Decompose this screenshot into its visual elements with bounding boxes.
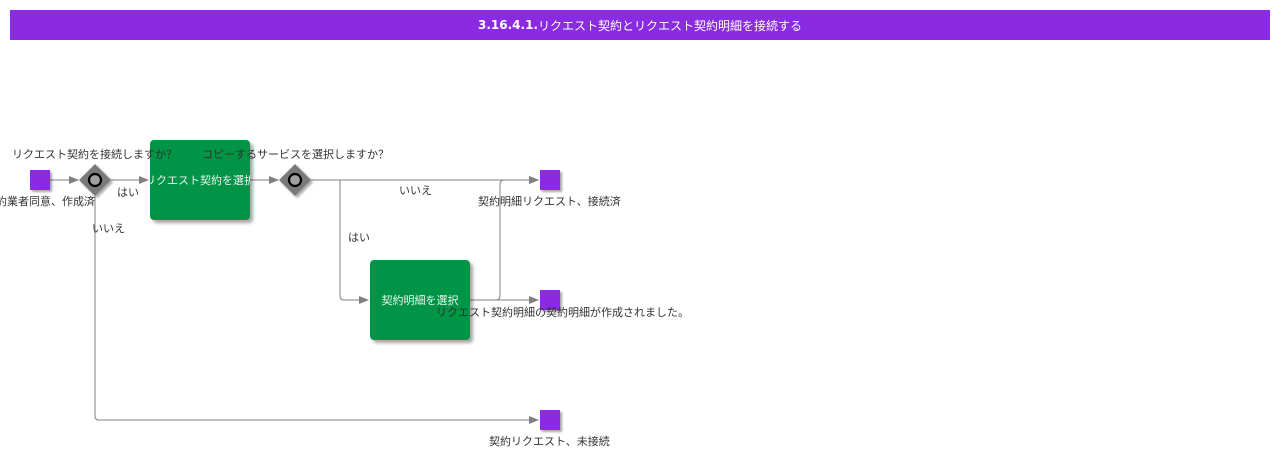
task-select-contract-detail[interactable]: 契約明細を選択 <box>370 260 470 340</box>
gateway1-question: リクエスト契約を接続しますか？ <box>12 148 177 161</box>
connector-gateway2-to-task2 <box>339 180 369 304</box>
gateway2-question: コピーするサービスを選択しますか？ <box>202 148 389 161</box>
page-title-bar: 3.16.4.1.リクエスト契約とリクエスト契約明細を接続する <box>10 10 1270 40</box>
connector-gateway1-to-end3 <box>94 196 539 424</box>
gateway2-yes-label: はい <box>348 231 370 244</box>
start-event-label: 契約業者同意、作成済 <box>0 195 95 208</box>
gateway1-yes-label: はい <box>117 186 139 199</box>
end-event-contract-detail-created <box>540 290 560 310</box>
end-event3-label: 契約リクエスト、未接続 <box>489 435 610 448</box>
end-event2-label: リクエスト契約明細の契約明細が作成されました。 <box>436 306 689 319</box>
task-select-request-contract-label: リクエスト契約を選択 <box>150 174 250 187</box>
gateway2-no-label: いいえ <box>399 184 432 197</box>
task-select-request-contract[interactable]: リクエスト契約を選択 <box>150 140 250 220</box>
title-number: 3.16.4.1. <box>478 18 538 32</box>
gateway-2 <box>279 164 311 196</box>
title-text: リクエスト契約とリクエスト契約明細を接続する <box>537 18 802 33</box>
gateway-1 <box>79 164 111 196</box>
task-select-contract-detail-label: 契約明細を選択 <box>381 294 459 307</box>
end-event1-label: 契約明細リクエスト、接続済 <box>478 195 621 208</box>
start-event <box>30 170 50 190</box>
end-event-request-not-connected <box>540 410 560 430</box>
gateway1-no-label: いいえ <box>92 222 125 235</box>
end-event-contract-detail-connected <box>540 170 560 190</box>
connector-task2-to-end1 <box>470 176 539 301</box>
